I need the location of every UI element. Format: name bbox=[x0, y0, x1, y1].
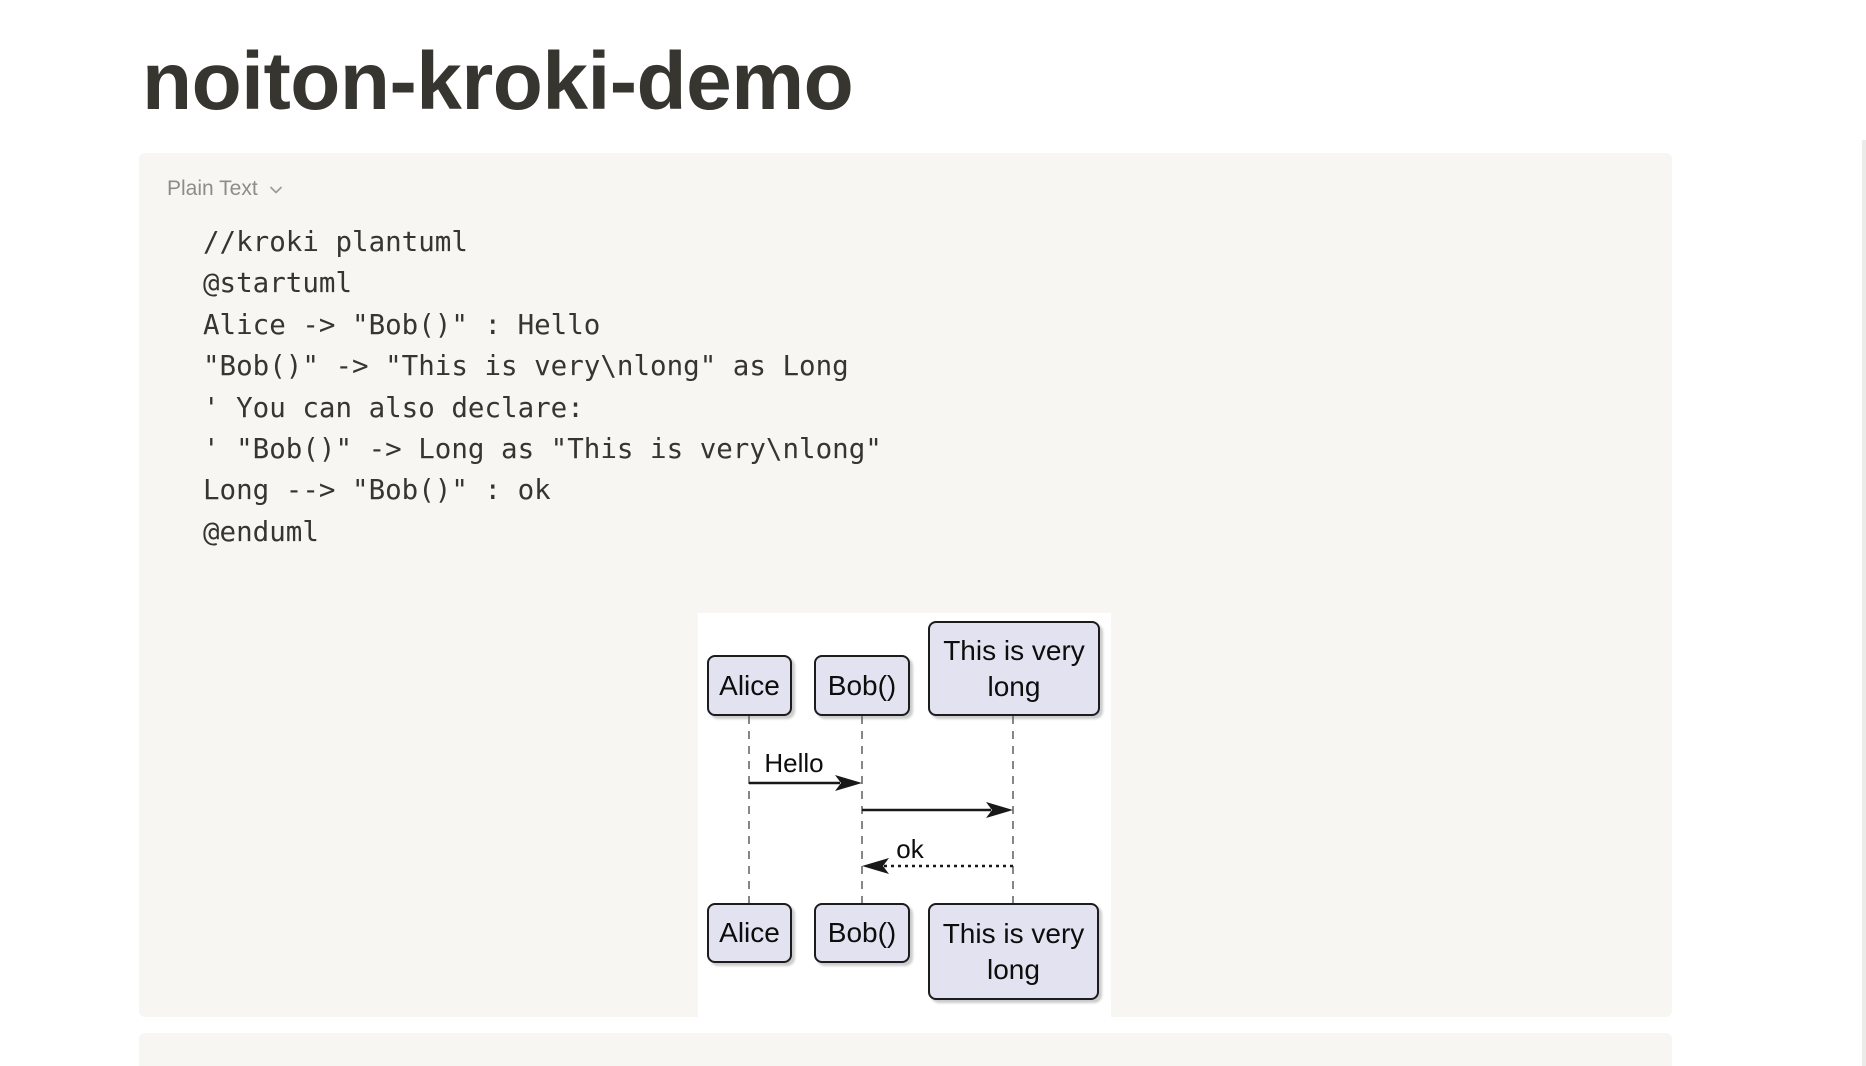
code-content[interactable]: //kroki plantuml @startuml Alice -> "Bob… bbox=[203, 226, 882, 548]
participant-long-bottom: This is very long bbox=[928, 903, 1099, 1000]
arrow-ok-head bbox=[862, 858, 889, 874]
message-label-hello: Hello bbox=[764, 748, 824, 778]
participant-bob-top: Bob() bbox=[814, 655, 910, 716]
sequence-diagram[interactable]: Bob() : ok (dotted return) --> Alice Bob… bbox=[698, 613, 1111, 1018]
arrow-hello-head bbox=[835, 775, 862, 791]
participant-long-top: This is very long bbox=[928, 621, 1100, 716]
next-block[interactable] bbox=[139, 1033, 1672, 1066]
arrow-bob-long-head bbox=[986, 802, 1013, 818]
message-label-ok: ok bbox=[896, 834, 924, 864]
chevron-down-icon bbox=[269, 186, 282, 194]
language-selector[interactable]: Plain Text bbox=[167, 175, 285, 202]
participant-bob-bottom: Bob() bbox=[814, 903, 910, 963]
sequence-diagram-graphic: Bob() : ok (dotted return) --> bbox=[748, 716, 1014, 903]
participant-alice-top: Alice bbox=[707, 655, 792, 716]
page-title[interactable]: noiton-kroki-demo bbox=[142, 36, 854, 127]
language-label: Plain Text bbox=[167, 177, 258, 200]
participant-alice-bottom: Alice bbox=[707, 903, 792, 963]
scrollbar-track[interactable] bbox=[1862, 140, 1866, 1066]
